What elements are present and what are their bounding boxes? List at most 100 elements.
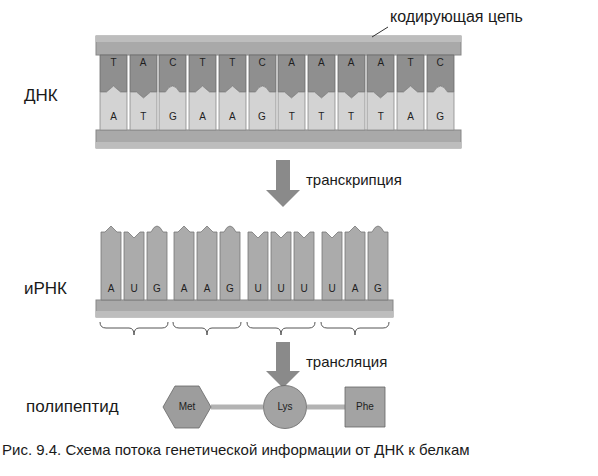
nucleotide: A [308,55,335,98]
peptide-bond [211,405,263,410]
base-letter: T [130,111,157,123]
nucleotide: T [278,86,305,130]
base-letter: U [248,283,268,295]
node-shape [367,55,394,98]
nucleotide: A [174,226,194,300]
nucleotide: G [368,226,388,300]
node-shape [345,387,385,427]
nucleotide: U [294,226,314,300]
node-outline-group [338,92,365,130]
node-shape [368,226,388,300]
dna-template-backbone [96,130,461,148]
base-letter: T [189,57,216,69]
node-outline [308,86,335,130]
node-shape [220,226,240,300]
node-outline-group [278,55,305,98]
molecule-label: иРНК [24,279,67,299]
node-shape [278,55,305,98]
amino-acid: Lys [263,385,307,429]
node-outline-group [368,226,388,300]
molecule-label: полипептид [26,397,119,417]
rna-backbone [96,300,393,317]
node-outline [100,86,127,130]
nucleotide: T [130,86,157,130]
nucleotide: U [248,226,268,300]
node-outline-group [159,86,186,130]
process-label: трансляция [306,353,387,370]
base-letter: T [367,111,394,123]
base-letter: G [368,283,388,295]
node-shape [308,55,335,98]
node-shape [278,92,305,130]
node-outline-group [264,386,307,429]
nucleotide: T [338,86,365,130]
node-shape [248,232,268,300]
node-outline [189,86,216,130]
node-outline-group [308,92,335,130]
nucleotide: U [124,226,144,300]
node-shape [249,86,276,130]
node-shape [147,226,167,300]
nucleotide: A [367,55,394,98]
nucleotide: A [189,86,216,130]
base-letter: G [427,111,454,123]
codon-brace [321,322,389,335]
node-outline-group [163,386,211,428]
dna-backbone-shade [96,142,461,148]
nucleotide: G [147,226,167,300]
nucleotide: G [427,86,454,130]
node-shape [159,86,186,130]
dna-coding-backbone [96,36,461,55]
base-letter: A [308,57,335,69]
base-letter: C [159,57,186,69]
node-outline-group [294,232,314,300]
base-letter: G [147,283,167,295]
base-letter: A [101,283,121,295]
node-outline-group [220,226,240,300]
node-outline-group [367,92,394,130]
node-outline [159,86,186,130]
nucleotide: A [219,86,246,130]
process-label: транскрипция [306,171,402,188]
base-letter: U [322,283,342,295]
node-shape [338,55,365,98]
leader-line [372,27,388,37]
amino-acid-name: Phe [345,401,385,413]
figure-caption: Рис. 9.4. Схема потока генетической инфо… [2,441,470,458]
node-shape [397,86,424,130]
base-letter: A [219,111,246,123]
nucleotide: A [100,86,127,130]
nucleotide: A [197,226,217,300]
nucleotide: U [322,226,342,300]
nucleotide: A [101,226,121,300]
amino-acid-name: Met [163,401,211,413]
node-shape [130,92,157,130]
amino-acid: Phe [345,387,385,427]
node-outline-group [278,92,305,130]
node-shape [345,226,365,300]
base-letter: T [397,57,424,69]
node-outline [338,86,365,130]
node-outline [427,86,454,130]
nucleotide: A [338,55,365,98]
node-outline-group [100,86,127,130]
node-shape [174,226,194,300]
nucleotide: G [249,86,276,130]
process-arrow [266,160,300,207]
node-outline-group [345,226,365,300]
base-letter: A [174,283,194,295]
base-letter: A [130,57,157,69]
node-shape [271,232,291,300]
base-letter: T [278,111,305,123]
base-letter: A [189,111,216,123]
base-letter: C [427,57,454,69]
node-shape [130,55,157,98]
node-outline-group [397,86,424,130]
node-outline-group [219,86,246,130]
codon-brace [100,322,168,335]
node-shape [264,386,307,429]
codon-brace [247,322,315,335]
base-letter: G [159,111,186,123]
base-letter: A [278,57,305,69]
